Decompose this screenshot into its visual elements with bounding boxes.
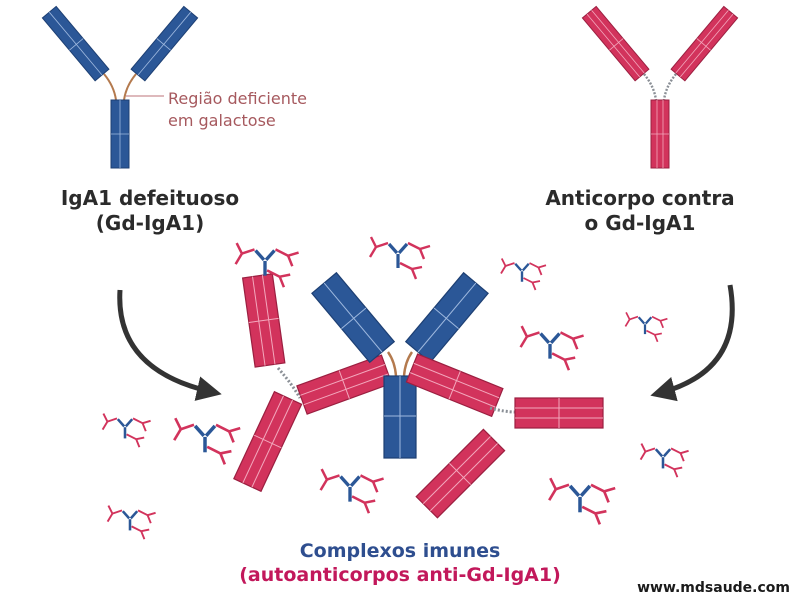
deficient-region-label: Região deficiente em galactose: [168, 88, 307, 131]
complex-red-antibody-left: [233, 273, 393, 493]
mini-complex: [318, 467, 386, 515]
mini-complex: [368, 235, 432, 281]
complex-blue-iga1: [311, 271, 489, 459]
defective-iga1-line-1: IgA1 defeituoso: [60, 186, 240, 210]
antibody-line-1: Anticorpo contra: [545, 186, 735, 210]
mini-complex: [547, 476, 617, 527]
mini-complex: [499, 257, 548, 292]
central-immune-complex: [233, 271, 604, 519]
autoantibody: [581, 5, 739, 170]
mini-complex: [518, 324, 586, 372]
antibody-line-2: o Gd-IgA1: [584, 211, 696, 235]
mini-complex: [639, 442, 690, 479]
defective-iga1-line-2: (Gd-IgA1): [95, 211, 205, 235]
left-arrow: [117, 289, 222, 401]
mini-complex: [172, 416, 242, 467]
deficient-region-line-1: Região deficiente: [168, 89, 307, 108]
right-arrow: [650, 284, 735, 402]
mini-complex: [624, 311, 669, 343]
website-label[interactable]: www.mdsaude.com: [637, 580, 790, 596]
mini-complex: [101, 412, 152, 449]
complexes-title-line-2: (autoanticorpos anti-Gd-IgA1): [239, 563, 561, 586]
antibody-label: Anticorpo contra o Gd-IgA1: [520, 186, 760, 236]
complexes-title-line-1: Complexos imunes: [299, 540, 501, 562]
deficient-region-line-2: em galactose: [168, 110, 276, 130]
defective-iga1-label: IgA1 defeituoso (Gd-IgA1): [40, 186, 260, 236]
complex-red-antibody-right: [405, 353, 604, 519]
mini-complex: [106, 504, 157, 541]
complexes-title: Complexos imunes (autoanticorpos anti-Gd…: [150, 540, 650, 588]
